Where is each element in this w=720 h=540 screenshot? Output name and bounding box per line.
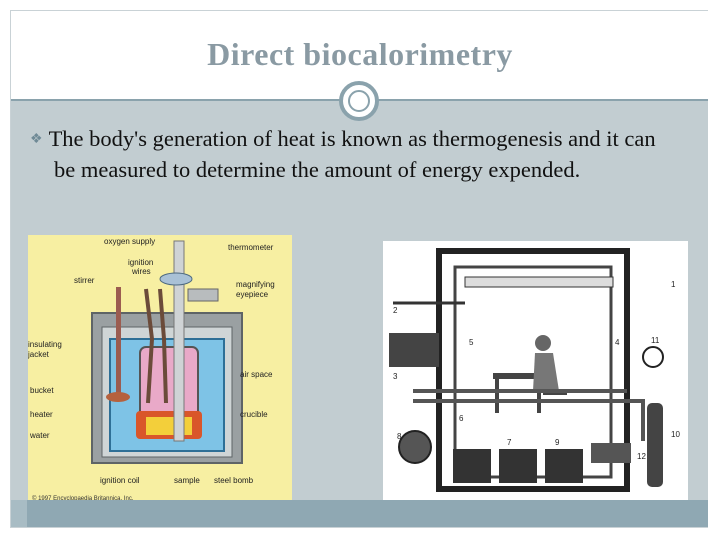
label-ignition-coil: ignition coil (100, 476, 140, 485)
label-ignition: ignition (128, 258, 153, 267)
label-oxygen-supply: oxygen supply (104, 237, 155, 246)
marker-11: 11 (651, 336, 660, 345)
bullet-text-block: ❖ The body's generation of heat is known … (18, 124, 678, 185)
marker-9: 9 (555, 438, 560, 447)
diamond-bullet-icon: ❖ (30, 132, 43, 147)
respiration-chamber-drawing: 1 2 3 4 5 6 7 8 9 10 11 12 (383, 241, 688, 500)
label-insulating: insulating (28, 340, 62, 349)
marker-3: 3 (393, 372, 398, 381)
slide-title: Direct biocalorimetry (207, 36, 513, 72)
bomb-calorimeter-figure: oxygen supply ignition wires thermometer… (28, 235, 292, 505)
marker-7: 7 (507, 438, 512, 447)
label-copyright: © 1997 Encyclopaedia Britannica, Inc. (32, 495, 134, 502)
label-eyepiece: eyepiece (236, 290, 269, 299)
label-wires: wires (131, 267, 151, 276)
marker-2: 2 (393, 306, 398, 315)
marker-12: 12 (637, 452, 646, 461)
label-stirrer: stirrer (74, 276, 95, 285)
marker-6: 6 (459, 414, 464, 423)
label-jacket: jacket (28, 350, 50, 359)
divider-circle-ornament (339, 81, 379, 121)
bomb-calorimeter-drawing: oxygen supply ignition wires thermometer… (28, 235, 292, 505)
marker-4: 4 (615, 338, 620, 347)
label-heater: heater (30, 410, 53, 419)
label-crucible: crucible (240, 410, 268, 419)
label-steel-bomb: steel bomb (214, 476, 254, 485)
label-air-space: air space (240, 370, 273, 379)
bottom-bar (11, 500, 708, 527)
label-thermometer: thermometer (228, 243, 274, 252)
marker-10: 10 (671, 430, 680, 439)
label-bucket: bucket (30, 386, 54, 395)
marker-1: 1 (671, 280, 676, 289)
marker-8: 8 (397, 432, 402, 441)
bullet-text: The body's generation of heat is known a… (48, 126, 656, 182)
label-magnifying: magnifying (236, 280, 275, 289)
label-sample: sample (174, 476, 200, 485)
marker-5: 5 (469, 338, 474, 347)
label-water: water (29, 431, 50, 440)
respiration-chamber-figure: 1 2 3 4 5 6 7 8 9 10 11 12 (383, 241, 688, 500)
